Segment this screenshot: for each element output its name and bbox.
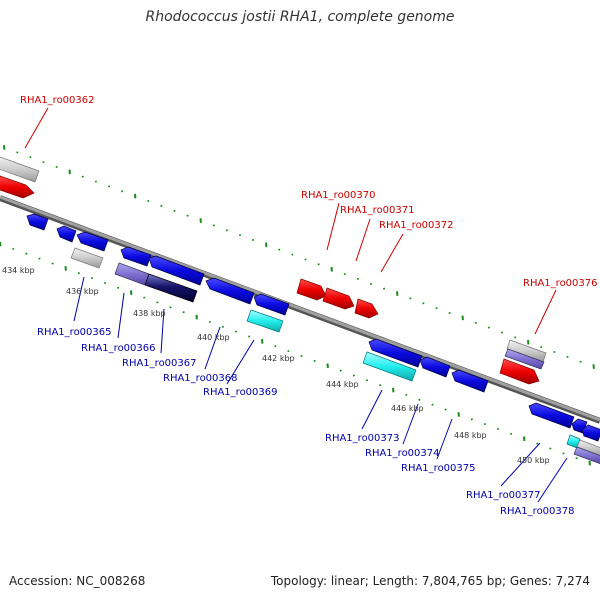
scale-tick-label: 434 kbp bbox=[2, 266, 35, 275]
gene-label[interactable]: RHA1_ro00373 bbox=[325, 433, 400, 444]
scale-tick-label: 450 kbp bbox=[517, 456, 550, 465]
gene-arrow-bottom-4 bbox=[120, 246, 152, 267]
gene-arrow-ro00373 bbox=[362, 351, 417, 382]
gene-arrow-ro00377 bbox=[528, 402, 575, 429]
gene-arrow-bottom-1 bbox=[26, 213, 49, 231]
gene-arrow-ro00374 bbox=[419, 356, 451, 378]
gene-arrow-ro00371 bbox=[322, 287, 355, 310]
gene-arrow-bottom-7 bbox=[253, 293, 290, 316]
gene-label[interactable]: RHA1_ro00362 bbox=[20, 95, 95, 106]
map-title: Rhodococcus jostii RHA1, complete genome bbox=[145, 9, 455, 25]
gene-arrow-ro00378-purple bbox=[573, 446, 600, 465]
gene-label[interactable]: RHA1_ro00366 bbox=[81, 343, 156, 354]
gene-arrow-ro00369 bbox=[246, 309, 284, 333]
gene-label[interactable]: RHA1_ro00372 bbox=[379, 220, 454, 231]
gene-label[interactable]: RHA1_ro00369 bbox=[203, 387, 278, 398]
gene-arrow-ro00366 bbox=[114, 262, 150, 286]
gene-arrow-ro00376-purple bbox=[504, 348, 545, 370]
gene-arrow-ro00375 bbox=[451, 369, 489, 393]
gene-label[interactable]: RHA1_ro00374 bbox=[365, 448, 440, 459]
gene-label[interactable]: RHA1_ro00376 bbox=[523, 278, 598, 289]
gene-arrow-ro00376-red bbox=[499, 358, 540, 385]
gene-arrow-bottom-2 bbox=[56, 225, 77, 243]
scale-tick-label: 446 kbp bbox=[391, 404, 424, 413]
gene-arrow-ro00365 bbox=[70, 247, 104, 269]
accession-text: Accession: NC_008268 bbox=[9, 574, 146, 588]
tick-marks-top bbox=[3, 145, 595, 369]
topology-summary: Topology: linear; Length: 7,804,765 bp; … bbox=[270, 574, 590, 588]
tick-marks-bottom bbox=[0, 241, 591, 466]
gene-arrow-ro00362-red bbox=[0, 175, 35, 199]
gene-label[interactable]: RHA1_ro00377 bbox=[466, 490, 541, 501]
gene-label[interactable]: RHA1_ro00370 bbox=[301, 190, 376, 201]
gene-arrow-ro00370 bbox=[296, 278, 327, 301]
gene-label[interactable]: RHA1_ro00378 bbox=[500, 506, 575, 517]
gene-label[interactable]: RHA1_ro00371 bbox=[340, 205, 415, 216]
leader-lines-bottom bbox=[73, 276, 568, 503]
bottom-strand-genes bbox=[26, 213, 600, 465]
top-strand-genes bbox=[0, 156, 547, 385]
genome-backbone bbox=[0, 195, 600, 424]
gene-arrow-ro00378-blue2 bbox=[581, 424, 600, 442]
leader-lines-top bbox=[24, 107, 557, 335]
scale-tick-label: 442 kbp bbox=[262, 354, 295, 363]
gene-arrow-bottom-8 bbox=[368, 338, 423, 368]
gene-arrow-ro00372 bbox=[354, 298, 379, 319]
gene-arrow-ro00378-gray bbox=[576, 439, 600, 456]
gene-label[interactable]: RHA1_ro00375 bbox=[401, 463, 476, 474]
gene-label[interactable]: RHA1_ro00367 bbox=[122, 358, 197, 369]
gene-labels-top: RHA1_ro00362 RHA1_ro00370 RHA1_ro00371 R… bbox=[20, 95, 598, 289]
scale-tick-label: 440 kbp bbox=[197, 333, 230, 342]
gene-label[interactable]: RHA1_ro00365 bbox=[37, 327, 112, 338]
scale-tick-label: 438 kbp bbox=[133, 309, 166, 318]
gene-arrow-ro00362-gray bbox=[0, 156, 40, 183]
gene-labels-bottom: RHA1_ro00365 RHA1_ro00366 RHA1_ro00367 R… bbox=[37, 327, 575, 517]
gene-arrow-ro00367 bbox=[144, 273, 198, 303]
gene-arrow-bottom-6 bbox=[205, 277, 255, 305]
gene-arrow-bottom-5 bbox=[148, 255, 205, 286]
scale-tick-label: 436 kbp bbox=[66, 287, 99, 296]
scale-tick-label: 448 kbp bbox=[454, 431, 487, 440]
gene-arrow-bottom-3 bbox=[76, 231, 109, 252]
scale-tick-label: 444 kbp bbox=[326, 380, 359, 389]
gene-label[interactable]: RHA1_ro00368 bbox=[163, 373, 238, 384]
scale-tick-labels: 434 kbp 436 kbp 438 kbp 440 kbp 442 kbp … bbox=[2, 266, 550, 465]
